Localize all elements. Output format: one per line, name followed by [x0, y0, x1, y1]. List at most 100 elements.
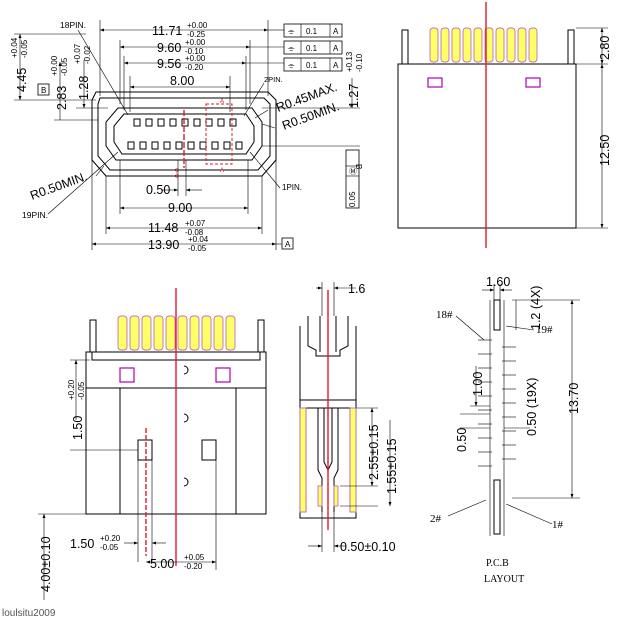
top-view-pin — [451, 27, 461, 63]
label-1pin: 1PIN. — [282, 183, 302, 192]
dim-1-28: 1.28 — [77, 76, 91, 100]
svg-text:0.1: 0.1 — [306, 61, 318, 70]
front-contact-bottom — [187, 141, 195, 150]
dim-2-80: 2.80 — [598, 36, 612, 60]
dim-1-2-4x: 1.2 (4X) — [529, 286, 543, 330]
tol-1-50-vert-dn: -0.05 — [77, 381, 86, 400]
bottom-pad-left — [137, 439, 153, 461]
top-slot-right — [525, 77, 541, 88]
front-contact-top — [229, 118, 237, 127]
top-view-pin — [429, 27, 439, 63]
front-receptacle — [105, 107, 263, 161]
front-contact-top — [169, 118, 177, 127]
watermark: loulsitu2009 — [2, 608, 56, 619]
bottom-view-pin — [129, 315, 140, 351]
svg-text:0.1: 0.1 — [306, 27, 318, 36]
pcb-pin-19: 19# — [536, 324, 553, 336]
tol-9-56-dn: -0.20 — [185, 63, 204, 72]
tol-9-60-up: +0.00 — [185, 38, 206, 47]
svg-text:Ⓜ: Ⓜ — [349, 167, 357, 176]
section-mark-a-bottom: A — [220, 168, 224, 174]
tol-9-60-dn: -0.10 — [185, 47, 204, 56]
tol-9-56-up: +0.00 — [185, 54, 206, 63]
tol-1-50-horiz-up: +0.20 — [100, 534, 121, 543]
front-contact-bottom — [139, 141, 147, 150]
tol-13-90-dn: -0.05 — [188, 244, 207, 253]
front-view: A A A-A 11.71 +0.00 -0.25 9.60 +0.00 -0.… — [10, 20, 364, 253]
top-view-pin — [517, 27, 527, 63]
front-contact-top — [205, 118, 213, 127]
dim-9-60: 9.60 — [157, 41, 181, 55]
bottom-view-pin — [141, 315, 152, 351]
tol-11-48-up: +0.07 — [185, 219, 206, 228]
dim-13-70: 13.70 — [567, 383, 581, 414]
tol-11-71-up: +0.00 — [187, 21, 208, 30]
front-shell-inner — [97, 97, 271, 171]
dim-1-00: 1.00 — [471, 372, 485, 396]
tol-5-00-up: +0.05 — [184, 553, 205, 562]
front-contact-bottom — [223, 141, 231, 150]
tol-13-90-up: +0.04 — [188, 235, 209, 244]
dim-5-00: 5.00 — [150, 557, 174, 571]
tol-1-50-horiz-dn: -0.05 — [100, 543, 119, 552]
tol-11-71-dn: -0.25 — [187, 30, 206, 39]
dim-4-45: 4.45 — [15, 68, 29, 92]
pcb-mount-pad-top — [493, 299, 501, 331]
tolerance-frame-3: ⌯ 0.1 A — [283, 57, 343, 72]
top-view-pin — [440, 27, 450, 63]
label-19pin: 19PIN. — [22, 210, 48, 220]
pcb-caption-line1: P.C.B — [486, 558, 509, 569]
pcb-pin-18: 18# — [436, 309, 453, 321]
tol-4-45-dn: -0.05 — [20, 39, 29, 58]
bottom-slot-left — [119, 367, 135, 383]
bottom-view-pin — [177, 315, 188, 351]
top-view-pin — [462, 27, 472, 63]
front-contact-bottom — [151, 141, 159, 150]
dim-1-50-vert: 1.50 — [71, 416, 85, 440]
top-view-pin — [495, 27, 505, 63]
tolerance-frame-2: ⌯ 0.1 A — [283, 40, 343, 55]
section-label: A-A — [174, 168, 180, 178]
front-tongue — [113, 113, 255, 155]
svg-text:A: A — [333, 61, 339, 70]
front-contact-top — [133, 118, 141, 127]
dim-11-71: 11.71 — [152, 24, 182, 38]
bottom-view-pin — [165, 315, 176, 351]
dim-1-60: 1.60 — [486, 275, 510, 289]
svg-text:0.05: 0.05 — [348, 191, 357, 207]
dim-11-48: 11.48 — [148, 221, 178, 235]
top-view-pin — [473, 27, 483, 63]
front-contact-bottom — [211, 141, 219, 150]
top-view-pin — [484, 27, 494, 63]
pcb-pin-2: 2# — [430, 513, 442, 525]
dim-0-50-side: 0.50±0.10 — [340, 540, 396, 554]
bottom-view: 1.50 +0.20 -0.05 4.00±0.10 1.50 +0.20 -0… — [38, 288, 267, 600]
svg-text:⌯: ⌯ — [288, 27, 295, 36]
tol-2-83-up: +0.00 — [50, 55, 59, 76]
svg-text:B: B — [354, 164, 363, 169]
dim-8-00: 8.00 — [170, 74, 194, 88]
dim-12-50: 12.50 — [598, 135, 612, 166]
tol-1-27-up: +0.13 — [345, 51, 354, 72]
datum-b-box — [37, 83, 50, 96]
dim-9-00: 9.00 — [168, 201, 192, 215]
label-2pin: 2PIN. — [264, 75, 283, 84]
front-contact-bottom — [199, 141, 207, 150]
svg-text:A: A — [333, 27, 339, 36]
dim-1-50-horiz: 1.50 — [70, 537, 94, 551]
top-view-pin — [528, 27, 538, 63]
front-contact-bottom — [235, 141, 243, 150]
tol-1-27-dn: -0.10 — [355, 53, 364, 72]
svg-text:0.1: 0.1 — [306, 44, 318, 53]
datum-b: B — [41, 86, 46, 95]
top-view-pins — [429, 27, 538, 63]
tol-1-28-dn: -0.02 — [83, 45, 92, 64]
section-box — [205, 103, 233, 165]
bottom-slot-right — [215, 367, 231, 383]
tol-4-45-up: +0.04 — [10, 37, 19, 58]
front-contact-top — [157, 118, 165, 127]
svg-text:⌯: ⌯ — [288, 61, 295, 70]
dim-13-90: 13.90 — [148, 238, 179, 252]
top-view: 2.80 12.50 — [397, 2, 612, 248]
dim-1-27: 1.27 — [347, 84, 361, 108]
